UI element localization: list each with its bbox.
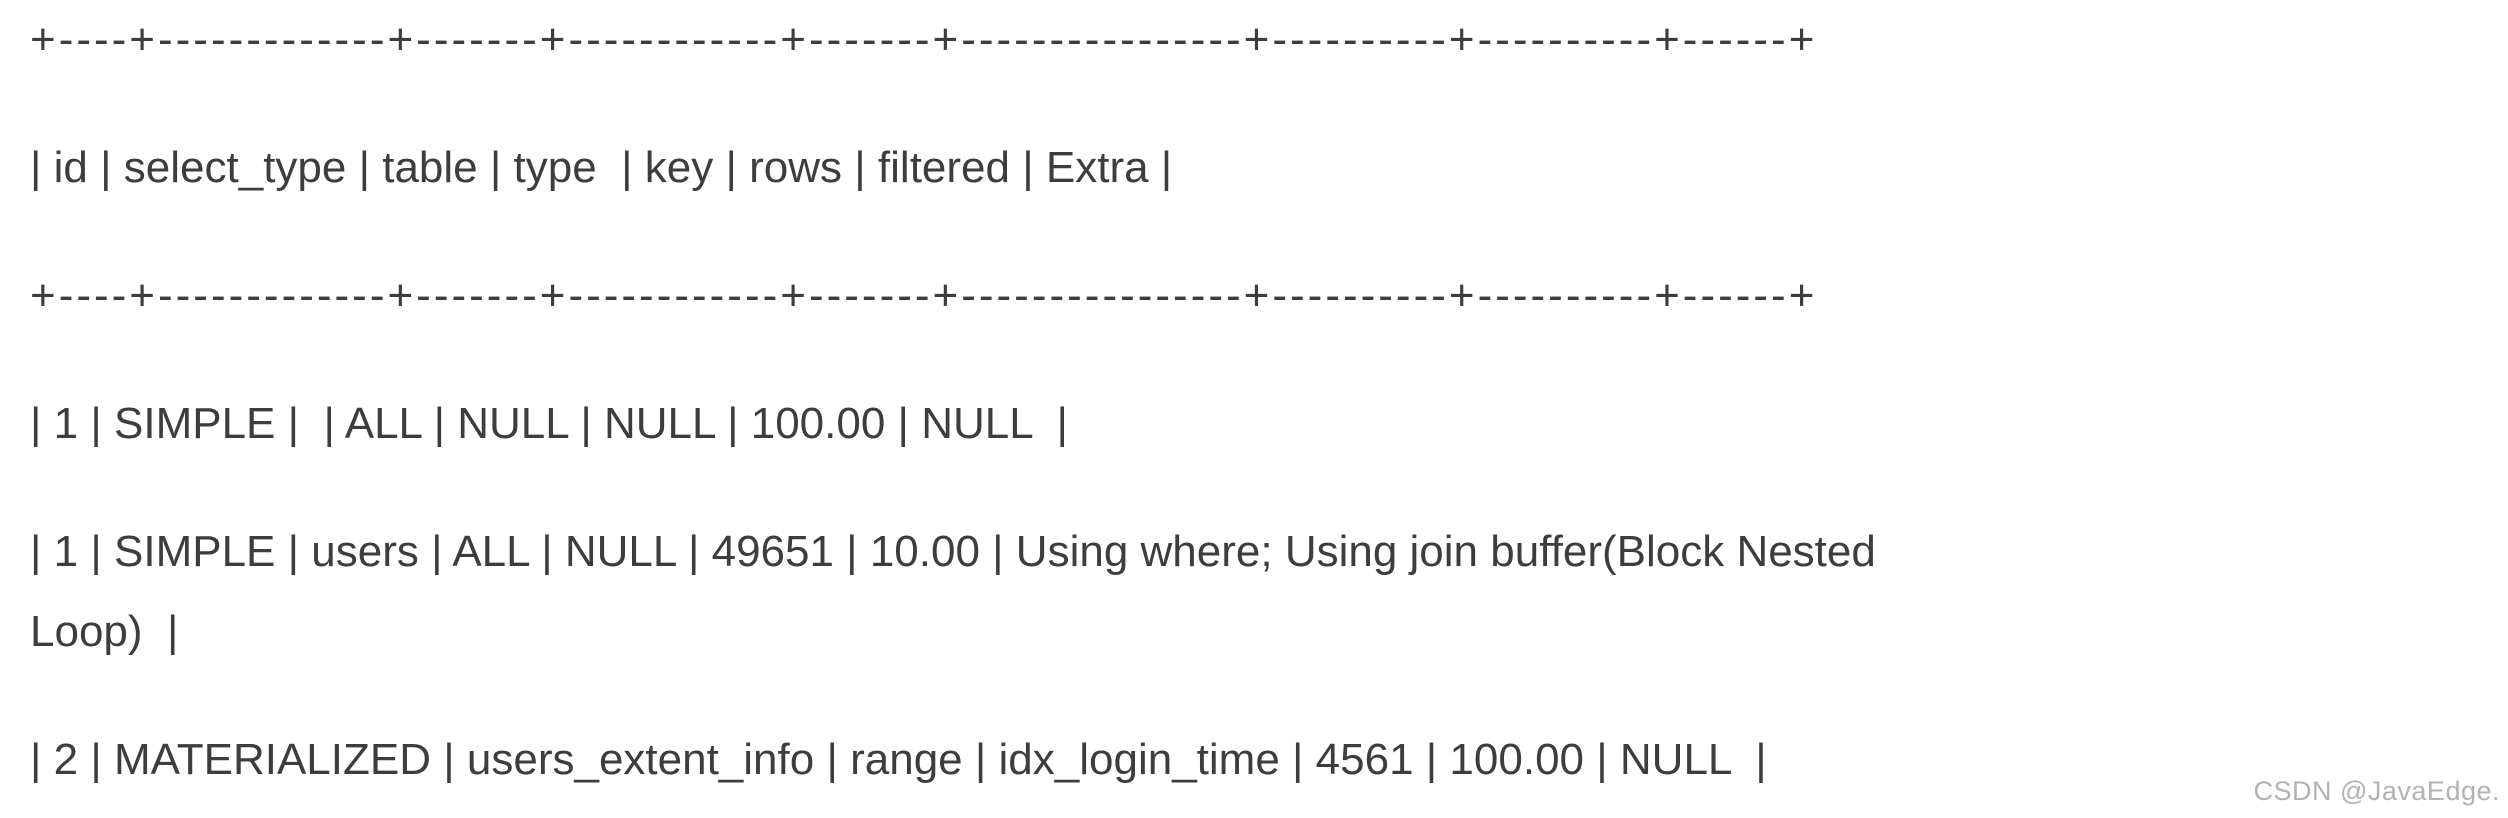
ascii-table-border-middle: +----+-------------+-------+------------…	[30, 271, 1818, 320]
table-row: | 2 | MATERIALIZED | users_extent_info |…	[30, 735, 1767, 784]
csdn-watermark: CSDN @JavaEdge.	[2253, 776, 2500, 806]
table-row: | 1 | SIMPLE | users | ALL | NULL | 4965…	[30, 527, 1876, 576]
table-row-continuation: Loop) |	[30, 607, 179, 656]
ascii-table-border-top: +----+-------------+-------+------------…	[30, 15, 1818, 64]
ascii-table-header-row: | id | select_type | table | type | key …	[30, 143, 1173, 192]
table-row: | 1 | SIMPLE | | ALL | NULL | NULL | 100…	[30, 399, 1068, 448]
